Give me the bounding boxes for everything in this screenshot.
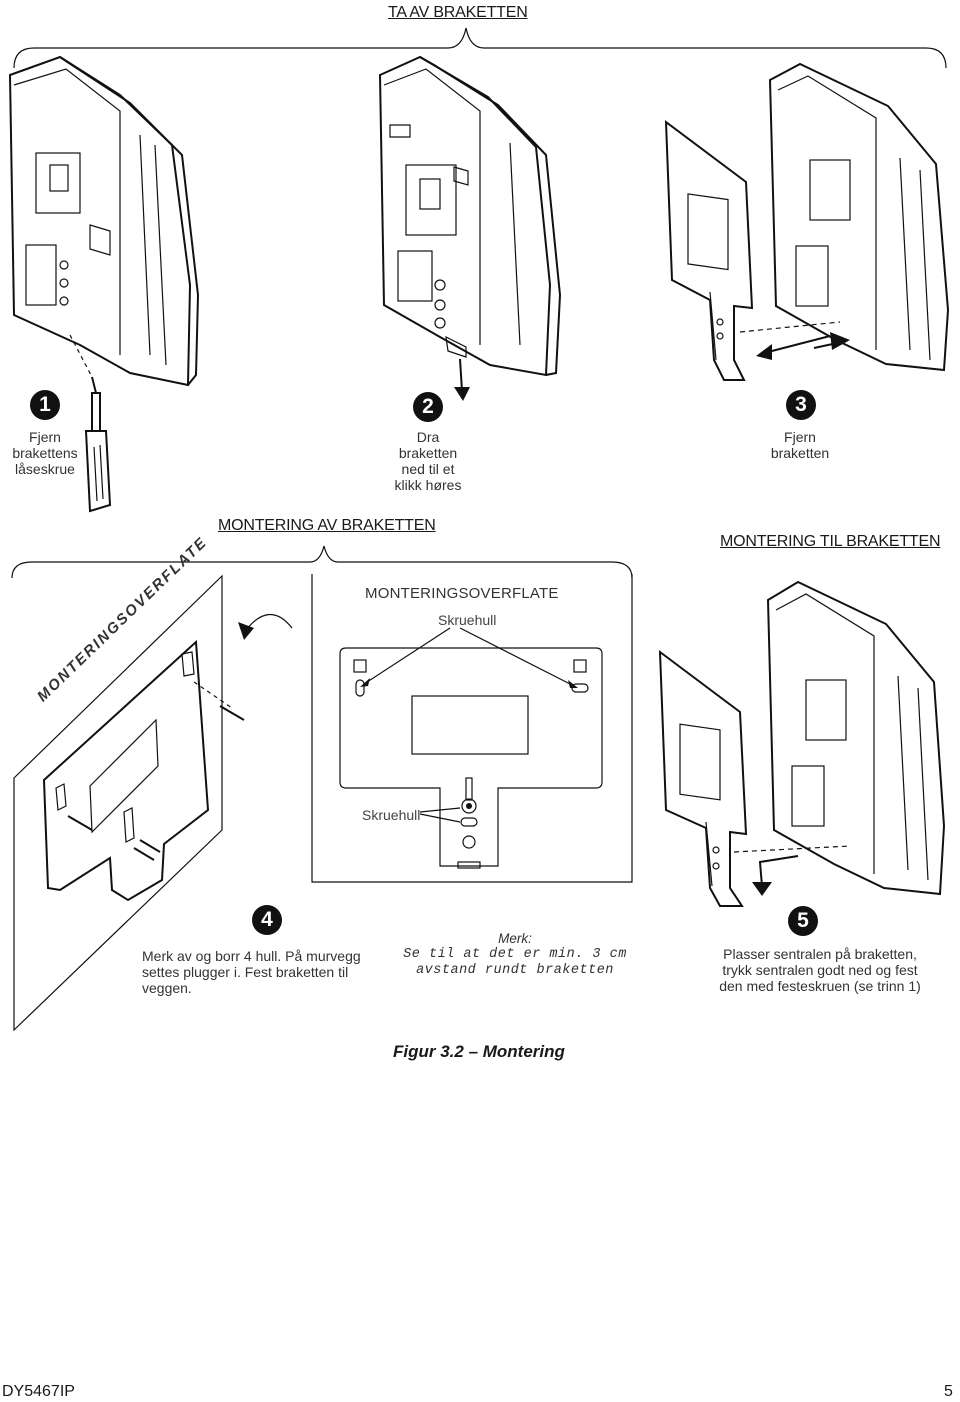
step-1-caption: Fjern brakettens låseskrue bbox=[12, 429, 78, 477]
step-4-badge: 4 bbox=[252, 905, 282, 935]
step-2-caption: Dra braketten ned til et klikk høres bbox=[394, 429, 462, 493]
figure-caption: Figur 3.2 – Montering bbox=[393, 1042, 565, 1061]
step-2-badge: 2 bbox=[413, 392, 443, 422]
step-5-text: Plasser sentralen på braketten, trykk se… bbox=[719, 946, 921, 994]
screw-hole-label-top: Skruehull bbox=[438, 612, 497, 628]
note-line-2: avstand rundt braketten bbox=[416, 963, 614, 978]
section-title-remove: TA AV BRAKETTEN bbox=[388, 4, 528, 21]
step-3-caption: Fjern braketten bbox=[770, 429, 830, 461]
step-4-text: Merk av og borr 4 hull. På murvegg sette… bbox=[142, 948, 361, 996]
step2-panel-illustration bbox=[378, 55, 562, 401]
step3-bracket-and-panel bbox=[664, 62, 950, 381]
note-block: Merk: Se til at det er min. 3 cm avstand… bbox=[390, 931, 640, 979]
step-3-badge: 3 bbox=[786, 390, 816, 420]
footer-doc-id: DY5467IP bbox=[2, 1383, 75, 1400]
remove-section-brace bbox=[13, 27, 947, 69]
section-title-mount-to-bracket: MONTERING TIL BRAKETTEN bbox=[720, 533, 941, 550]
note-title: Merk: bbox=[498, 931, 532, 946]
wall-mount-illustration bbox=[13, 574, 293, 1032]
note-line-1: Se til at det er min. 3 cm bbox=[403, 947, 627, 962]
mount-section-brace bbox=[11, 545, 633, 579]
step5-mount-illustration bbox=[658, 580, 946, 907]
step1-panel-illustration bbox=[8, 55, 200, 513]
section-title-mount-bracket: MONTERING AV BRAKETTEN bbox=[218, 517, 436, 534]
footer-page-number: 5 bbox=[944, 1383, 953, 1400]
step-5-badge: 5 bbox=[788, 906, 818, 936]
step-1-badge: 1 bbox=[30, 390, 60, 420]
mounting-template-diagram bbox=[311, 574, 633, 883]
surface-title: MONTERINGSOVERFLATE bbox=[365, 585, 559, 602]
screw-hole-label-bottom: Skruehull bbox=[362, 807, 421, 823]
